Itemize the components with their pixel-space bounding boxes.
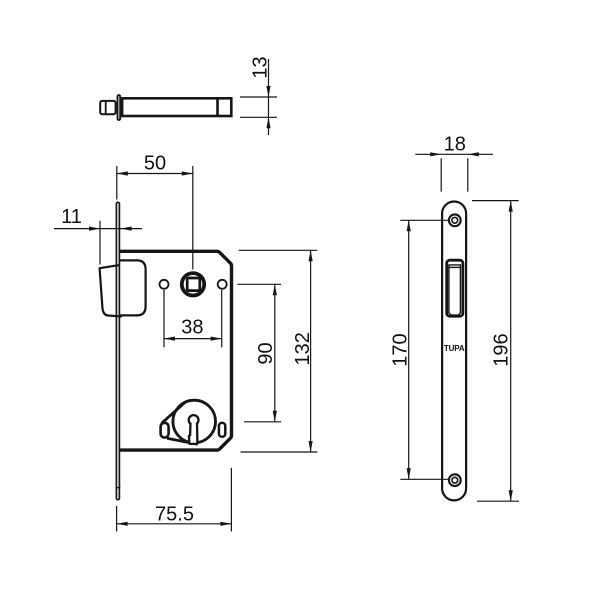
svg-text:38: 38 — [181, 317, 203, 339]
svg-text:132: 132 — [292, 332, 314, 365]
svg-text:170: 170 — [389, 333, 411, 366]
svg-text:13: 13 — [249, 56, 271, 78]
svg-text:11: 11 — [61, 206, 82, 228]
svg-text:90: 90 — [255, 342, 277, 364]
svg-text:196: 196 — [491, 333, 513, 366]
svg-text:50: 50 — [144, 153, 166, 175]
svg-text:18: 18 — [444, 133, 466, 155]
svg-text:75.5: 75.5 — [155, 503, 194, 525]
svg-text:TUPAI: TUPAI — [444, 344, 467, 353]
